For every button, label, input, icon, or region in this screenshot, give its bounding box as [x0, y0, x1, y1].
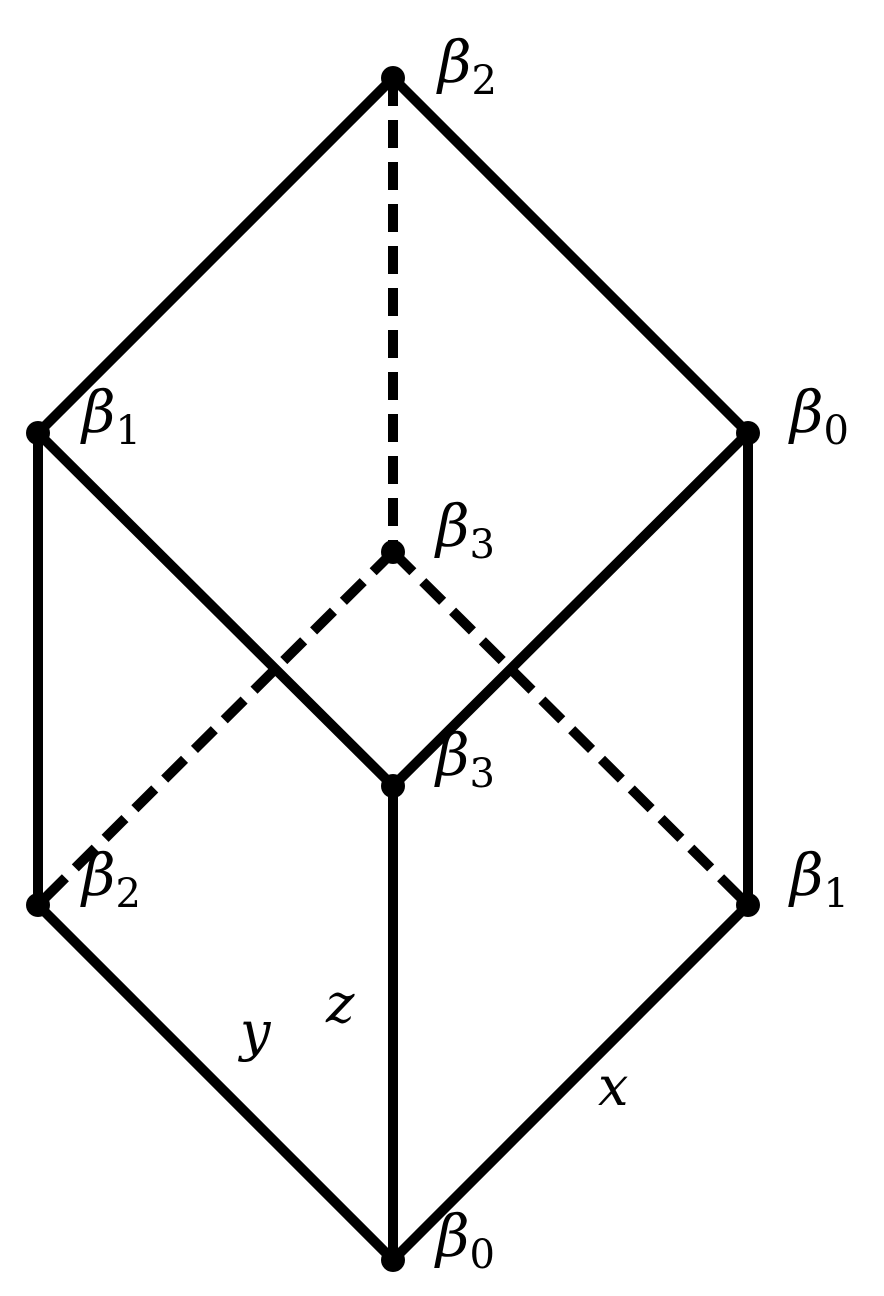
vertex-center-back — [381, 540, 405, 564]
vertex-center-front — [381, 774, 405, 798]
label-lower-right: β1 — [788, 841, 849, 917]
vertex-lower-left — [26, 893, 50, 917]
vertex-upper-left — [26, 421, 50, 445]
label-center-front: β3 — [434, 721, 495, 797]
edge-upper-right-center-front — [389, 429, 752, 790]
edge-top-upper-left — [34, 74, 397, 437]
edge-label-x: x — [598, 1055, 628, 1118]
edge-label-z: z — [325, 972, 355, 1035]
edge-lower-left-bottom — [34, 901, 397, 1264]
vertex-top — [381, 66, 405, 90]
label-upper-right: β0 — [788, 378, 849, 454]
label-top: β2 — [436, 28, 497, 104]
label-bottom: β0 — [434, 1202, 495, 1278]
label-upper-left: β1 — [80, 378, 141, 454]
label-lower-left: β2 — [80, 841, 141, 917]
label-center-back: β3 — [434, 492, 495, 568]
edge-lower-right-bottom — [389, 901, 752, 1264]
edge-label-y: y — [238, 1000, 272, 1063]
vertex-upper-right — [736, 421, 760, 445]
edge-upper-left-center-front — [34, 429, 397, 790]
edge-top-upper-right — [389, 74, 752, 437]
vertex-bottom — [381, 1248, 405, 1272]
vertex-lower-right — [736, 893, 760, 917]
